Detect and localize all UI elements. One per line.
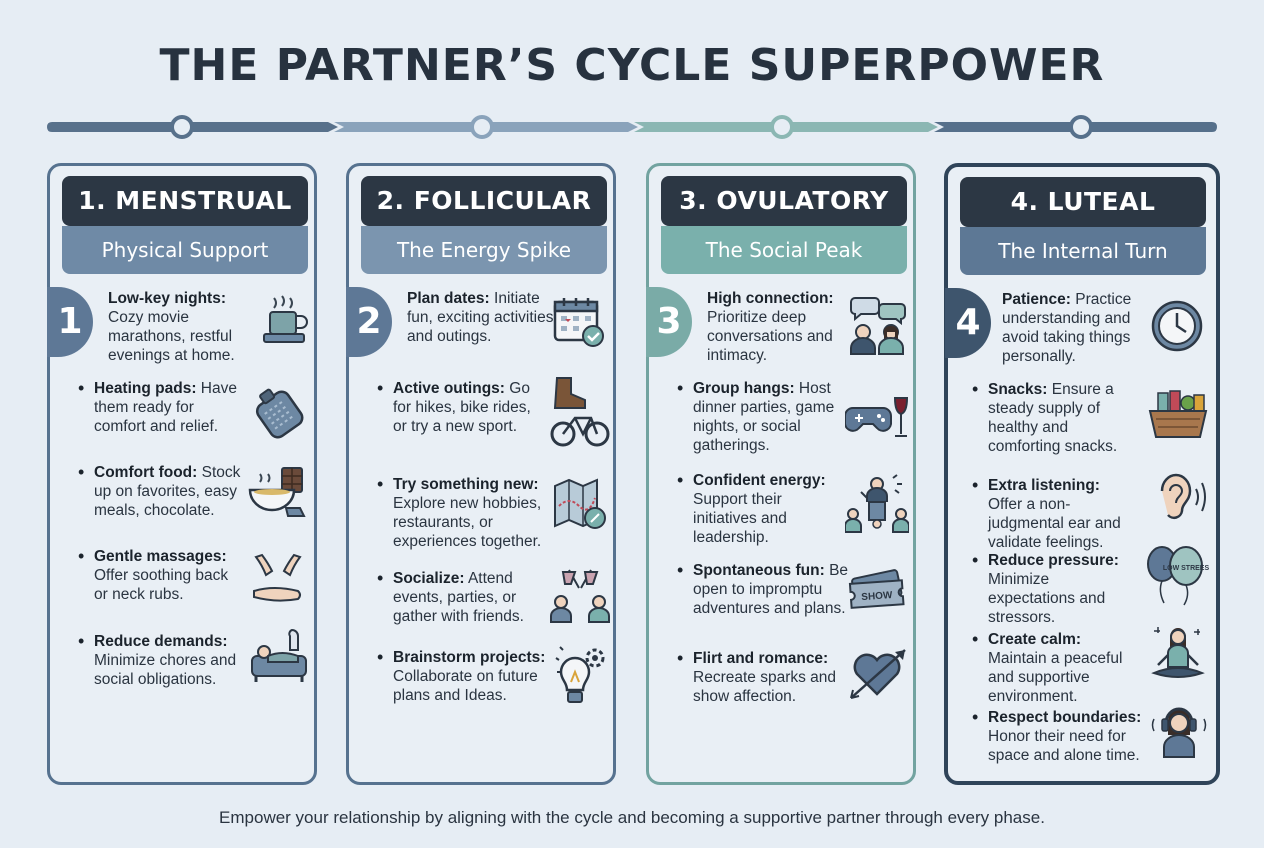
tea-mug-icon	[263, 295, 308, 343]
phase-number: 4	[945, 288, 991, 358]
map-icon	[554, 478, 606, 529]
tip-item: Active outings: Go for hikes, bike rides…	[393, 380, 531, 435]
tip-item: Brainstorm projects: Collaborate on futu…	[393, 649, 546, 704]
tip-item: Confident energy: Support their initiati…	[693, 472, 826, 546]
phase-card-luteal: 4. LUTEAL The Internal Turn 4 Patience: …	[944, 163, 1220, 785]
ticket-icon: SHOW	[848, 569, 905, 609]
phase-heading: 3. OVULATORY	[661, 176, 907, 226]
ticket-label: SHOW	[861, 590, 893, 603]
tip-item: Flirt and romance: Recreate sparks and s…	[693, 650, 837, 705]
headphones-icon	[1151, 707, 1207, 758]
tip-item: Gentle massages: Offer soothing back or …	[94, 548, 229, 603]
phase-heading: 1. MENSTRUAL	[62, 176, 308, 226]
page-title: THE PARTNER’S CYCLE SUPERPOWER	[159, 40, 1105, 91]
tip-item: Reduce demands: Minimize chores and soci…	[94, 633, 237, 688]
toast-icon	[550, 569, 610, 623]
calendar-icon	[553, 298, 604, 347]
tip-item: Extra listening: Offer a non-judgmental …	[988, 477, 1121, 551]
tip-item: Low-key nights: Cozy movie marathons, re…	[108, 290, 235, 364]
tip-item: Try something new: Explore new hobbies, …	[393, 476, 542, 550]
phase-subtitle: The Energy Spike	[361, 226, 607, 274]
balloon-label: LOW STREES	[1163, 565, 1210, 572]
tip-item: Heating pads: Have them ready for comfor…	[94, 380, 237, 435]
tip-item: Reduce pressure: Minimize expectations a…	[988, 552, 1119, 626]
phase-number: 3	[646, 287, 692, 357]
balloons-icon: LOW STREES	[1147, 546, 1210, 606]
tip-item: Spontaneous fun: Be open to impromptu ad…	[693, 562, 849, 617]
phase-heading: 2. FOLLICULAR	[361, 176, 607, 226]
massage-hands-icon	[253, 553, 302, 602]
phase-card-menstrual: 1. MENSTRUAL Physical Support 1 Low-key …	[47, 163, 317, 785]
conversation-icon	[850, 297, 906, 355]
tip-item: Comfort food: Stock up on favorites, eas…	[94, 464, 241, 519]
phase-number: 2	[346, 287, 392, 357]
phase-card-ovulatory: 3. OVULATORY The Social Peak 3 High conn…	[646, 163, 916, 785]
phase-card-follicular: 2. FOLLICULAR The Energy Spike 2 Plan da…	[346, 163, 616, 785]
soup-bowl-icon	[248, 467, 306, 517]
tip-item: Snacks: Ensure a steady supply of health…	[988, 381, 1118, 455]
meditation-icon	[1151, 627, 1205, 678]
clock-icon	[1151, 300, 1203, 352]
phase-subtitle: The Social Peak	[661, 226, 907, 274]
phase-heading: 4. LUTEAL	[960, 177, 1206, 227]
phase-number: 1	[47, 287, 93, 357]
tip-item: Patience: Practice understanding and avo…	[1002, 291, 1132, 365]
footer-tagline: Empower your relationship by aligning wi…	[219, 808, 1045, 827]
lightbulb-icon	[555, 646, 605, 703]
tip-item: High connection: Prioritize deep convers…	[707, 290, 834, 364]
tip-item: Plan dates: Initiate fun, exciting activ…	[407, 290, 554, 345]
tip-item: Group hangs: Host dinner parties, game n…	[693, 380, 835, 454]
heart-arrow-icon	[850, 649, 906, 699]
phase-subtitle: Physical Support	[62, 226, 308, 274]
tip-item: Socialize: Attend events, parties, or ga…	[393, 570, 524, 625]
tip-item: Respect boundaries: Honor their need for…	[988, 709, 1142, 764]
phase-timeline	[47, 115, 1217, 139]
ear-icon	[1160, 473, 1206, 520]
snack-basket-icon	[1148, 390, 1208, 438]
controller-wine-icon	[845, 397, 909, 437]
heating-pad-icon	[255, 388, 304, 439]
podium-icon	[845, 474, 909, 533]
phase-subtitle: The Internal Turn	[960, 227, 1206, 275]
boot-bike-icon	[550, 377, 610, 447]
tip-item: Create calm: Maintain a peaceful and sup…	[988, 631, 1123, 705]
couch-rest-icon	[251, 628, 307, 682]
